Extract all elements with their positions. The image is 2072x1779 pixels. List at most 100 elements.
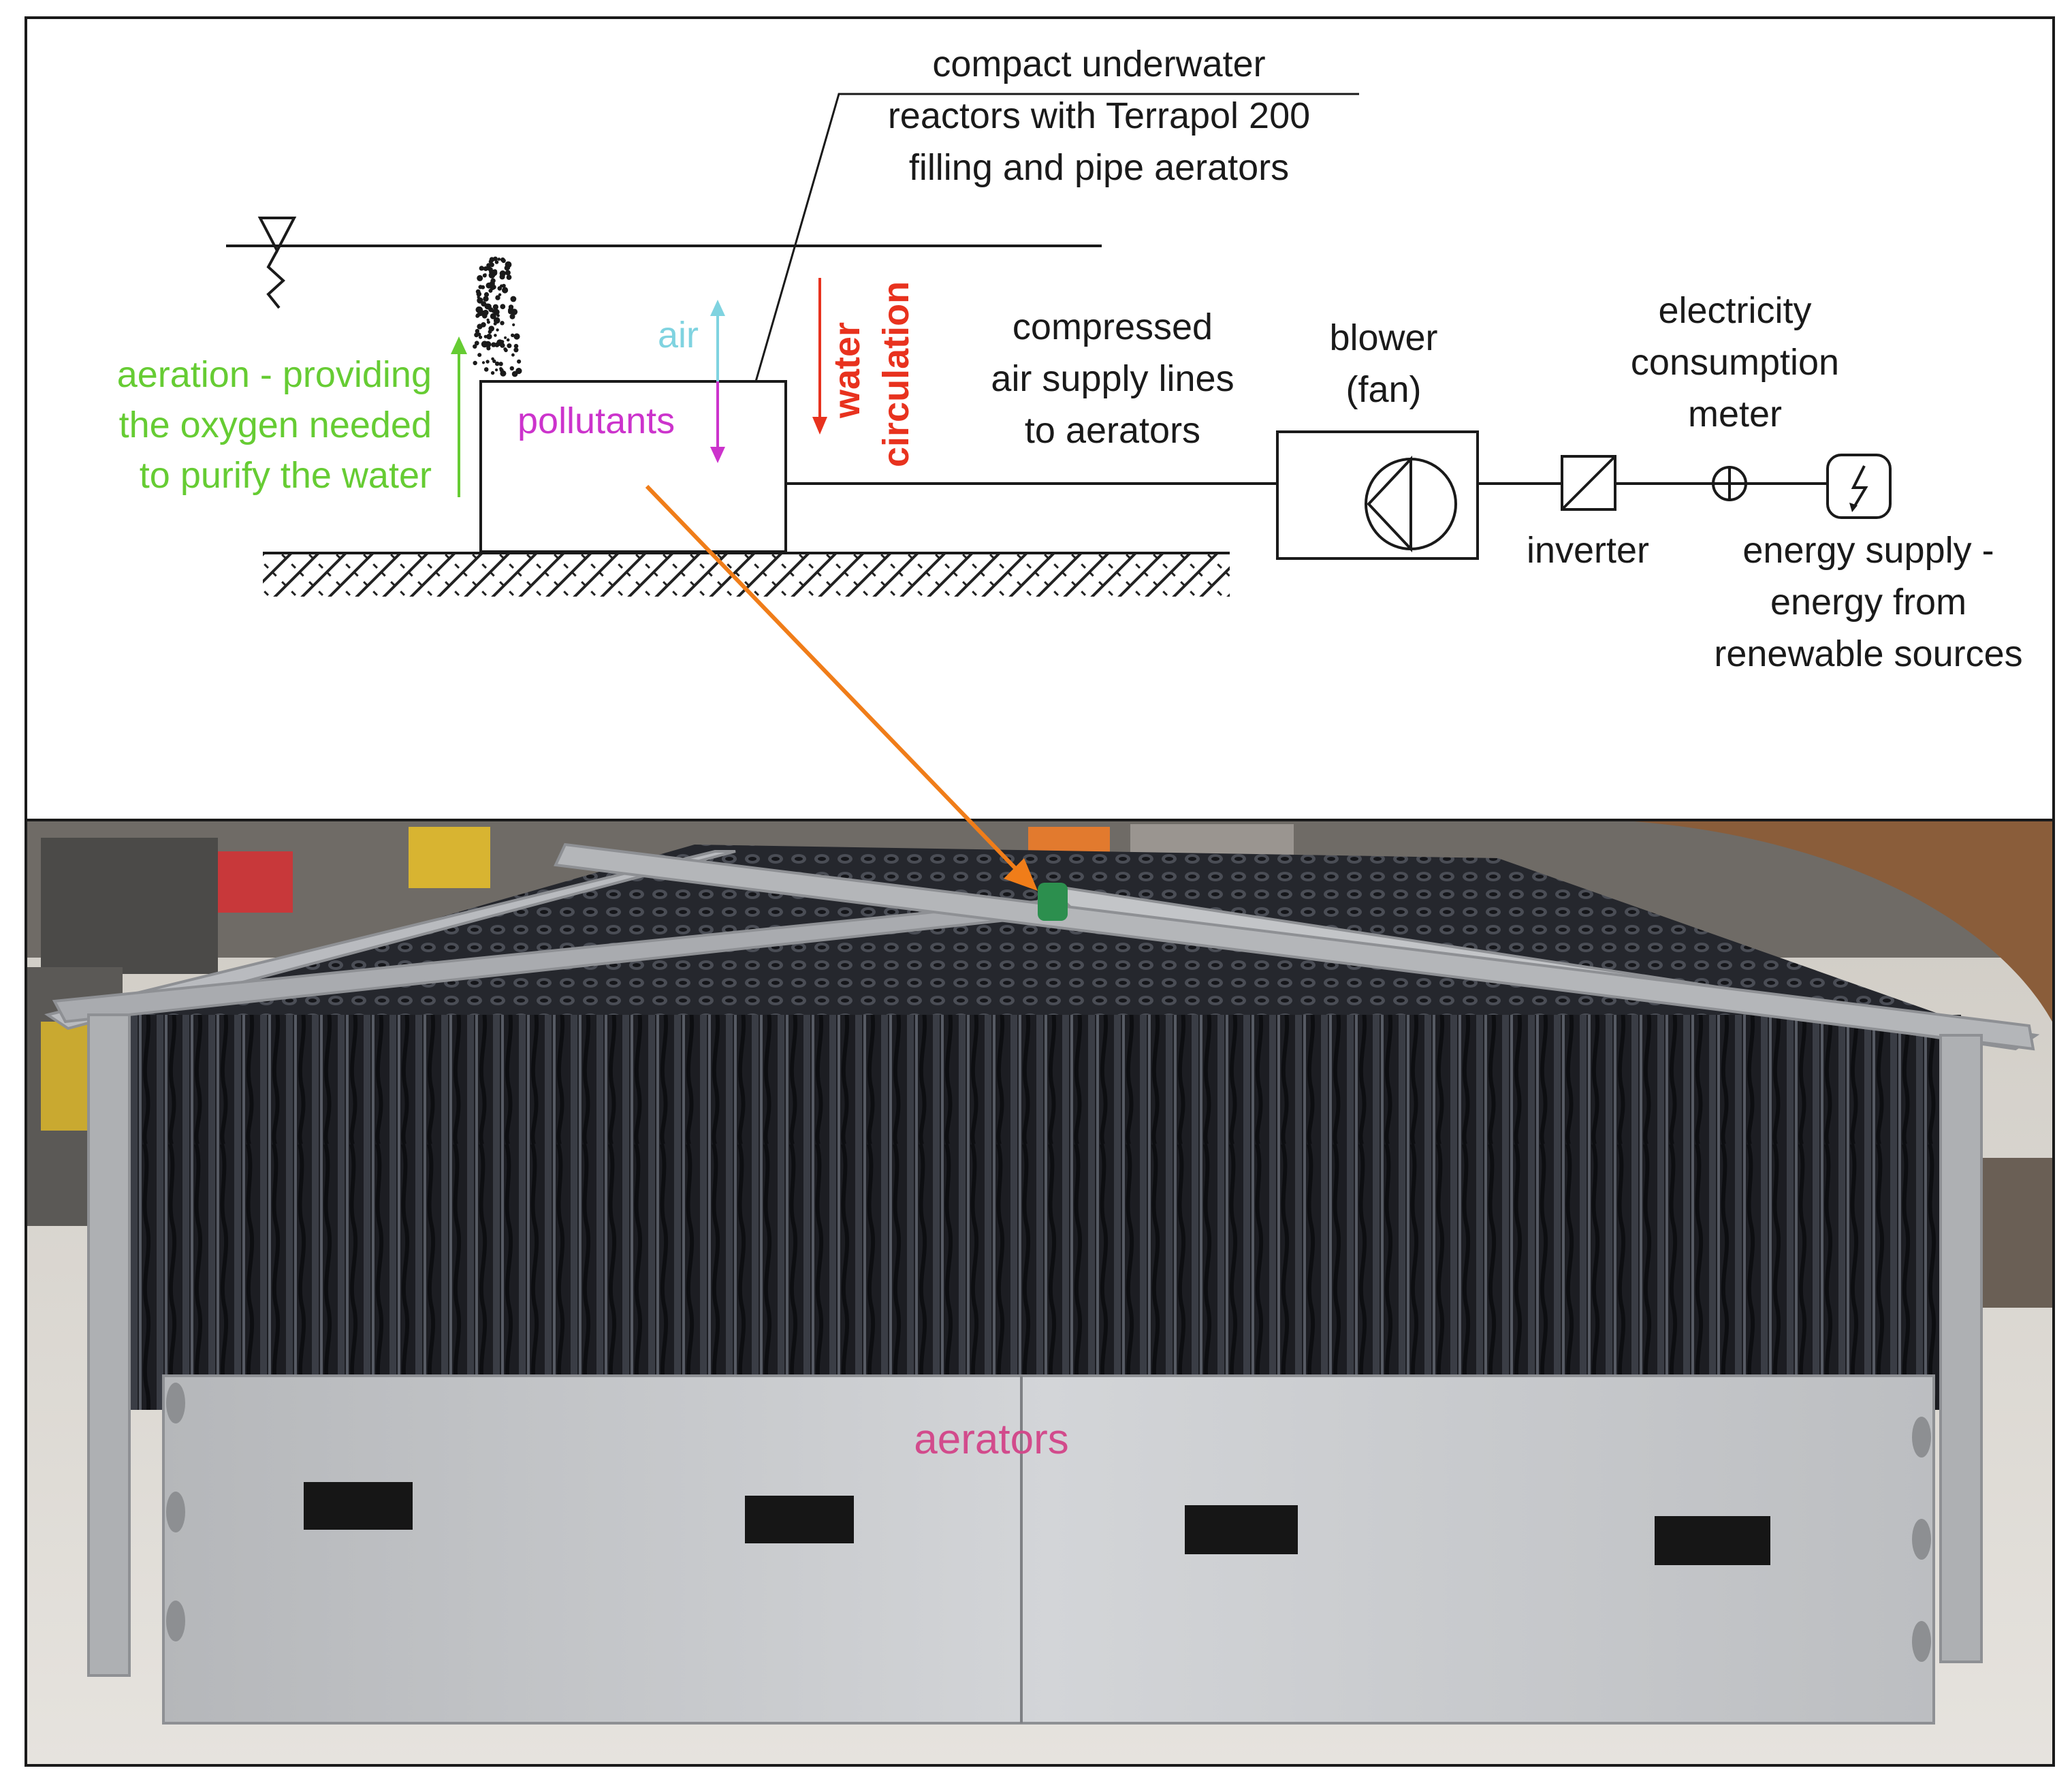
supply-lines-label-line-2: air supply lines — [991, 358, 1234, 399]
meter-label-line-2: consumption — [1631, 342, 1839, 383]
bubble — [483, 367, 489, 372]
bubble — [485, 303, 492, 310]
bubble — [479, 335, 483, 339]
blower-fan-symbol-icon — [1365, 455, 1457, 553]
metal-frame — [44, 843, 2040, 1677]
meter-crosshair-icon — [1712, 466, 1747, 501]
bubble — [475, 328, 480, 334]
bubble — [509, 366, 514, 371]
bubble — [511, 371, 518, 377]
bubble — [517, 359, 522, 364]
skirt-window-3 — [1185, 1505, 1298, 1554]
inverter-label: inverter — [1527, 530, 1649, 571]
bubble — [501, 258, 506, 264]
bubble — [506, 266, 511, 270]
bubble — [490, 283, 494, 286]
water-circulation-arrow — [812, 278, 827, 435]
bubble — [506, 274, 512, 280]
bubble — [481, 301, 487, 307]
air-bubbles — [473, 256, 522, 377]
bubble — [483, 309, 489, 316]
meter-label-line-1: electricity — [1658, 290, 1811, 331]
bubble — [488, 330, 492, 334]
bubble — [475, 313, 481, 318]
bubble — [506, 338, 510, 342]
bubble — [483, 296, 489, 302]
diagram-panel: compact underwater reactors with Terrapo… — [25, 16, 2055, 821]
aeration-arrow — [451, 336, 467, 497]
water-circulation-label-line-2: circulation — [876, 281, 917, 467]
bubble — [503, 371, 507, 375]
bubble — [473, 360, 477, 366]
callout-reactors-line-1: compact underwater — [932, 44, 1265, 84]
photo-panel: aerators — [25, 819, 2055, 1767]
blower-label-line-1: blower — [1329, 317, 1437, 358]
bubble — [513, 333, 520, 340]
bubble — [477, 296, 480, 299]
lightning-source-icon — [1826, 454, 1892, 519]
callout-reactors-line-3: filling and pipe aerators — [909, 147, 1289, 188]
bubble — [477, 297, 483, 304]
bubble — [509, 313, 515, 319]
bubble — [500, 321, 505, 326]
skirt-window-4 — [1655, 1516, 1770, 1565]
pollutants-arrow — [710, 381, 725, 463]
weld-beads — [166, 1383, 1931, 1662]
bubble — [502, 287, 509, 294]
bubble — [481, 322, 486, 328]
aerator-fin-top — [123, 845, 1961, 1062]
bubble — [511, 333, 515, 337]
callout-arrow — [645, 484, 1038, 891]
pollutants-label: pollutants — [517, 400, 675, 441]
bubble — [477, 274, 483, 281]
bubble — [502, 283, 506, 288]
bubble — [510, 296, 517, 302]
bubble — [499, 366, 503, 371]
bubble — [492, 304, 499, 310]
callout-reactors-line-2: reactors with Terrapol 200 — [888, 95, 1310, 136]
bubble — [509, 311, 512, 314]
bubble — [491, 357, 494, 361]
energy-label-line-2: energy from — [1770, 582, 1966, 623]
bubble — [499, 270, 506, 277]
steel-skirt — [162, 1374, 1935, 1725]
bubble — [495, 368, 498, 372]
bubble — [488, 272, 496, 279]
rail-tie — [1038, 883, 1068, 921]
bubble — [486, 263, 492, 268]
bubble — [473, 344, 477, 349]
bubble — [483, 292, 490, 298]
bubble — [477, 353, 482, 358]
bubble — [498, 293, 502, 296]
bubble — [512, 323, 515, 326]
bubble — [504, 336, 507, 339]
reactor-box — [479, 380, 787, 553]
diagram-border — [25, 16, 2055, 821]
air-label: air — [658, 315, 699, 356]
bubble — [494, 260, 499, 264]
bubble — [500, 304, 506, 309]
meter-label-line-3: meter — [1688, 394, 1782, 435]
energy-label-line-1: energy supply - — [1742, 530, 1994, 571]
bubble — [503, 347, 507, 351]
bubble — [485, 341, 489, 345]
bubble — [505, 261, 512, 268]
bubble — [485, 360, 490, 364]
bubble — [489, 270, 492, 274]
supply-lines-label-line-3: to aerators — [1025, 410, 1200, 451]
bubble — [508, 304, 514, 310]
bubble — [494, 342, 500, 347]
water-circulation-label-line-1: water — [827, 322, 867, 419]
bubble — [495, 295, 500, 300]
bubble — [481, 285, 485, 289]
bubble — [488, 288, 493, 293]
bubble — [497, 286, 503, 291]
aerators-label: aerators — [914, 1416, 1068, 1463]
aeration-label-line-3: to purify the water — [140, 455, 432, 496]
bubble — [477, 332, 481, 336]
bubble — [490, 268, 493, 271]
skirt-window-1 — [304, 1482, 413, 1530]
inverter-symbol-icon — [1561, 455, 1616, 511]
bubble — [498, 362, 503, 366]
